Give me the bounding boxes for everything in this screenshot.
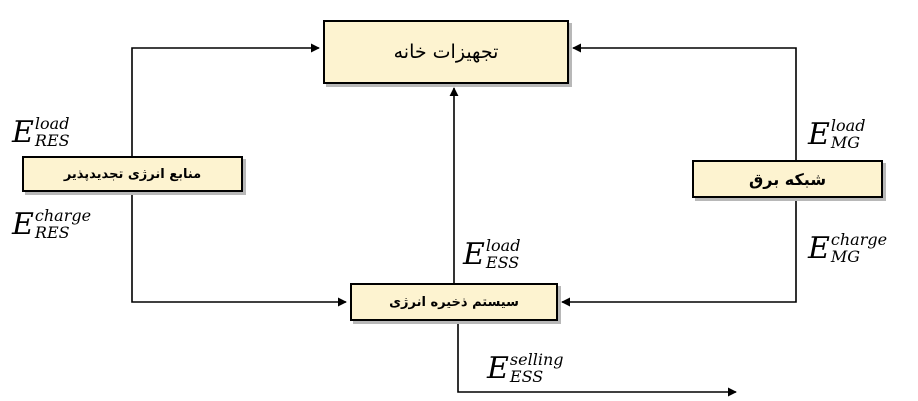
power-grid-label: شبکه برق	[748, 169, 827, 189]
renewable-sources-box: منابع انرژی تجدیدپذیر	[22, 156, 243, 192]
label-sup: charge	[34, 206, 92, 225]
label-sub: MG	[830, 246, 861, 266]
label-base: E	[12, 114, 34, 150]
label-base: E	[808, 116, 830, 152]
home-appliances-label: تجهیزات خانه	[393, 41, 499, 63]
label-sup: load	[34, 114, 70, 133]
arrow-res-to-ess	[131, 192, 347, 307]
label-base: E	[487, 350, 509, 386]
label-sub: ESS	[509, 366, 544, 386]
home-appliances-box: تجهیزات خانه	[323, 20, 569, 84]
energy-storage-label: سیستم ذخیره انرژی	[389, 294, 519, 310]
arrow-ess-selling	[457, 321, 737, 397]
label-sub: MG	[830, 132, 861, 152]
label-sup: load	[830, 116, 866, 135]
power-grid-box: شبکه برق	[692, 160, 883, 198]
label-sub: RES	[34, 222, 70, 242]
arrow-res-to-home	[131, 43, 320, 156]
arrow-grid-to-ess	[561, 198, 797, 307]
label-sub: RES	[34, 130, 70, 150]
label-base: E	[808, 230, 830, 266]
energy-storage-box: سیستم ذخیره انرژی	[350, 283, 558, 321]
label-base: E	[12, 206, 34, 242]
renewable-sources-label: منابع انرژی تجدیدپذیر	[63, 166, 202, 182]
label-sup: charge	[830, 230, 888, 249]
label-sub: ESS	[485, 252, 520, 272]
label-base: E	[463, 236, 485, 272]
label-sup: selling	[509, 350, 564, 369]
label-sup: load	[485, 236, 521, 255]
arrow-grid-to-home	[572, 43, 797, 160]
